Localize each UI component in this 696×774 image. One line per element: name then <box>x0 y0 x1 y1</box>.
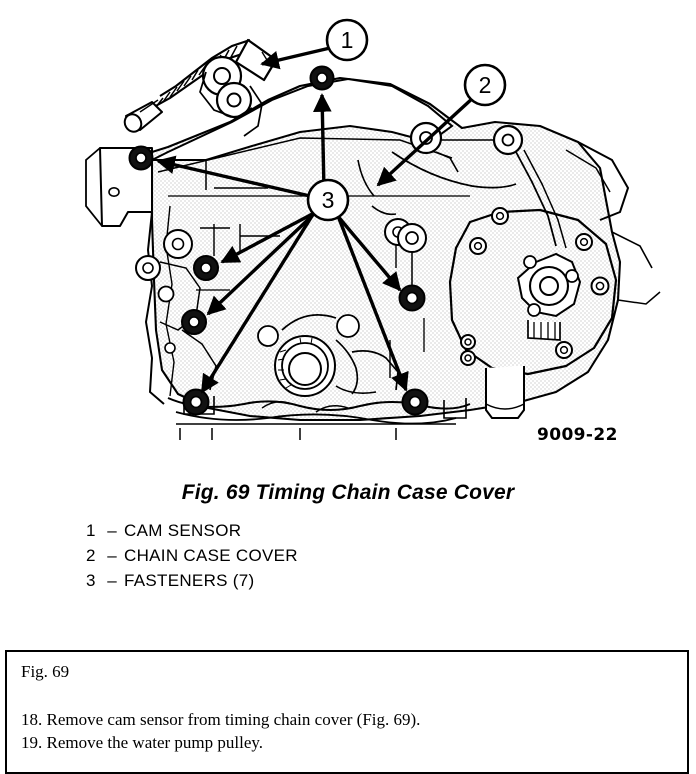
callout-1: 1 <box>325 18 369 62</box>
leader-callout-3-b <box>156 155 311 198</box>
legend-index: 2 <box>86 546 96 565</box>
legend-item-fasteners: 3 – FASTENERS (7) <box>86 568 506 593</box>
leader-callout-3-d <box>206 212 316 316</box>
legend-label: CAM SENSOR <box>124 521 242 540</box>
fastener-head <box>398 284 426 312</box>
figure-caption: Fig. 69 Timing Chain Case Cover <box>181 481 515 504</box>
fasteners <box>128 65 429 416</box>
fastener-head <box>193 255 219 281</box>
leader-callout-3-c <box>220 210 317 264</box>
legend-dash: – <box>107 571 117 590</box>
callout-2: 2 <box>463 63 507 107</box>
instruction-figure-reference: Fig. 69 <box>21 662 70 681</box>
callout-leader-lines <box>156 46 476 394</box>
legend-dash: – <box>107 521 117 540</box>
fastener-head <box>309 65 335 91</box>
legend-item-chain-case-cover: 2 – CHAIN CASE COVER <box>86 543 506 568</box>
leader-callout-1 <box>260 46 331 70</box>
legend-index: 3 <box>86 571 96 590</box>
leader-callout-3-f <box>334 212 402 292</box>
fastener-head <box>182 388 210 416</box>
leader-callout-2 <box>376 95 476 187</box>
legend-index: 1 <box>86 521 96 540</box>
fastener-head <box>401 388 429 416</box>
instruction-step-list: 18. Remove cam sensor from timing chain … <box>21 708 671 754</box>
instruction-step: 19. Remove the water pump pulley. <box>21 733 264 752</box>
legend-item-cam-sensor: 1 – CAM SENSOR <box>86 518 506 543</box>
figure-panel: 1 2 3 9009-22 <box>85 18 661 445</box>
water-pump-hub <box>516 252 582 341</box>
callout-2-number: 2 <box>479 72 492 98</box>
legend-label: CHAIN CASE COVER <box>124 546 298 565</box>
timing-chain-case-cover-illustration: 1 2 3 <box>85 18 661 440</box>
instruction-box: Fig. 69 18. Remove cam sensor from timin… <box>5 650 689 774</box>
figure-legend: 1 – CAM SENSOR 2 – CHAIN CASE COVER 3 – … <box>86 518 506 593</box>
leader-callout-3-g <box>336 215 409 392</box>
legend-dash: – <box>107 546 117 565</box>
callout-3-number: 3 <box>322 187 335 213</box>
cover-left-rail <box>144 205 217 405</box>
cover-upper-bosses <box>357 121 567 249</box>
cam-sensor <box>123 38 278 137</box>
callout-3: 3 <box>306 178 350 222</box>
callout-1-number: 1 <box>341 27 354 53</box>
callout-bubbles: 1 2 3 <box>306 18 507 222</box>
instruction-step: 18. Remove cam sensor from timing chain … <box>21 710 421 729</box>
figure-part-number: 9009-22 <box>537 425 618 445</box>
leader-callout-3-a <box>313 93 332 191</box>
leader-callout-3-e <box>200 215 314 394</box>
legend-label: FASTENERS (7) <box>124 571 255 590</box>
water-pump-housing <box>448 141 661 419</box>
crankshaft-seal-boss <box>257 314 399 397</box>
fastener-head <box>181 309 207 335</box>
fastener-head <box>128 145 154 171</box>
